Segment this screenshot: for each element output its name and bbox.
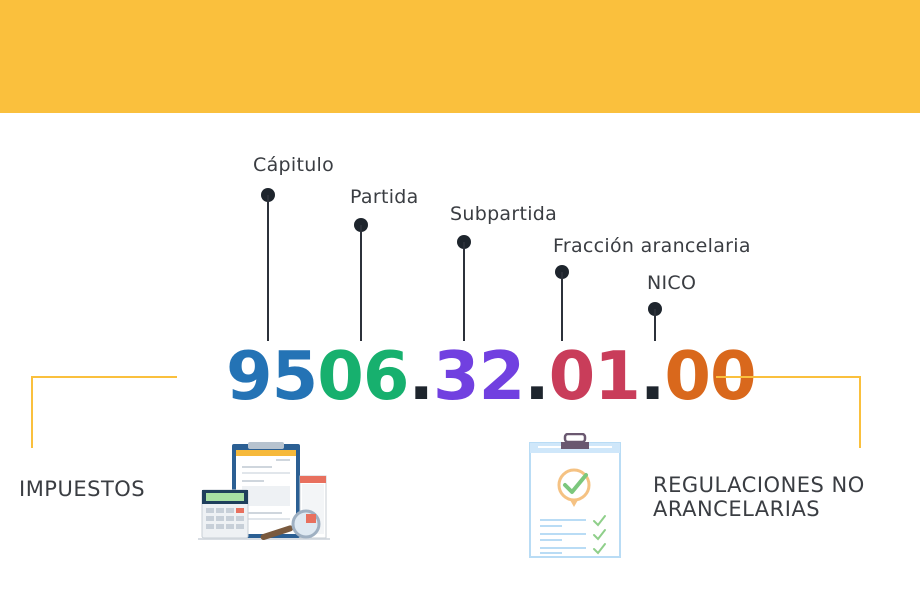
code-separator: . bbox=[524, 337, 549, 415]
right-bracket-line bbox=[716, 376, 861, 448]
tariff-code: 9506.32.01.00 bbox=[226, 336, 757, 416]
non-tariff-label-line1: REGULACIONES NO bbox=[653, 473, 865, 497]
code-separator: . bbox=[639, 337, 665, 415]
non-tariff-regulations-label: REGULACIONES NO ARANCELARIAS bbox=[653, 473, 865, 521]
non-tariff-label-line2: ARANCELARIAS bbox=[653, 497, 821, 521]
code-chapter-part2: 06 bbox=[317, 337, 409, 415]
pin-line bbox=[463, 242, 465, 341]
pin-label-subpartida: Subpartida bbox=[450, 203, 558, 225]
code-chapter-part1: 95 bbox=[226, 337, 318, 415]
tax-documents-calculator-icon bbox=[196, 442, 332, 547]
code-separator: . bbox=[408, 337, 434, 415]
top-banner bbox=[0, 0, 920, 113]
pin-label-fraccion: Fracción arancelaria bbox=[553, 235, 751, 257]
pin-label-capitulo: Cápitulo bbox=[253, 154, 335, 176]
pin-line bbox=[360, 225, 362, 341]
pin-line bbox=[654, 309, 656, 341]
code-subheading: 32 bbox=[432, 337, 525, 415]
left-bracket-line bbox=[31, 376, 177, 448]
code-tariff-fraction: 01 bbox=[548, 337, 641, 415]
pin-label-partida: Partida bbox=[350, 186, 419, 208]
checklist-clipboard-icon bbox=[528, 432, 622, 559]
pin-label-nico: NICO bbox=[647, 272, 697, 294]
taxes-label: IMPUESTOS bbox=[19, 477, 146, 501]
pin-line bbox=[561, 272, 563, 341]
pin-line bbox=[267, 195, 269, 341]
